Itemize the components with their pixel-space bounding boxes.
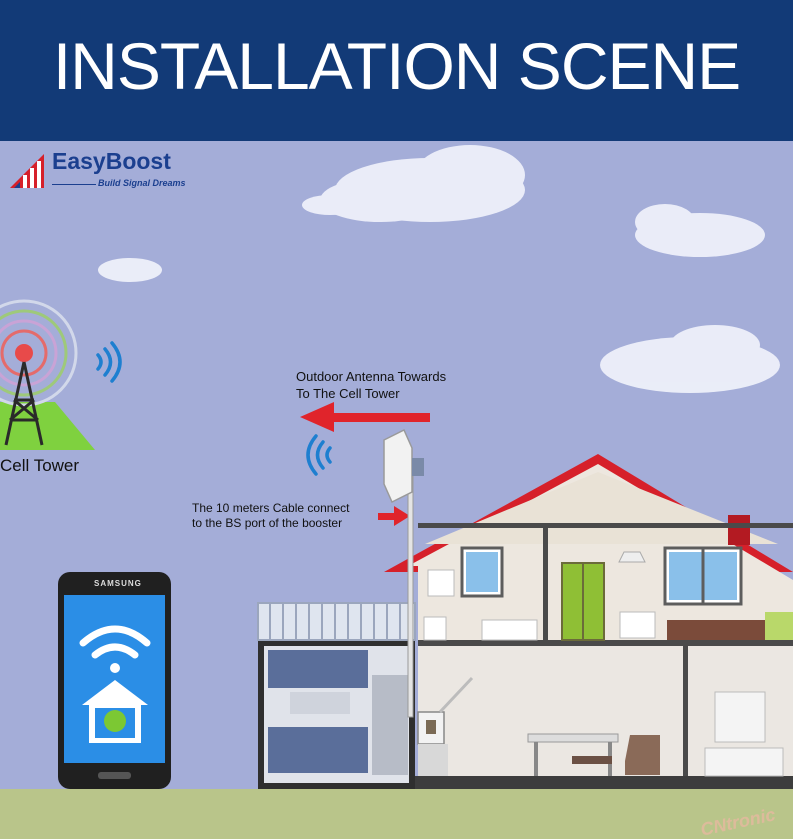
clouds — [98, 145, 780, 393]
signal-waves-icon — [96, 341, 122, 383]
cable-callout: The 10 meters Cable connect to the BS po… — [192, 501, 349, 531]
house — [257, 454, 793, 789]
ground — [0, 789, 793, 839]
antenna-callout: Outdoor Antenna Towards To The Cell Towe… — [296, 368, 446, 402]
antenna-callout-line-1: Outdoor Antenna Towards — [296, 369, 447, 384]
antenna-signal-icon — [306, 434, 332, 476]
brand-logo: EasyBoost Build Signal Dreams — [10, 148, 190, 194]
cell-tower-icon — [4, 361, 44, 446]
title-banner: INSTALLATION SCENE — [0, 0, 793, 141]
cable-callout-line-2: to the BS port of the booster — [192, 516, 343, 530]
tower-signal-rings — [0, 299, 78, 407]
home-icon — [82, 680, 148, 743]
brand-divider — [52, 184, 96, 185]
cable-callout-line-1: The 10 meters Cable connect — [192, 501, 350, 515]
outdoor-antenna-icon — [383, 428, 424, 504]
easyboost-logo-icon — [10, 154, 44, 188]
page-title: INSTALLATION SCENE — [52, 29, 741, 103]
tower-hill — [0, 402, 95, 450]
brand-name: EasyBoost — [52, 148, 171, 174]
antenna-callout-line-2: To The Cell Tower — [296, 386, 400, 401]
brand-tagline: Build Signal Dreams — [98, 178, 186, 188]
wifi-icon — [79, 625, 151, 659]
antenna-direction-arrow — [300, 402, 430, 432]
cell-tower-label: Cell Tower — [0, 456, 80, 475]
antenna-mast — [407, 464, 414, 718]
cable-pointer-arrow — [378, 506, 410, 526]
booster-antenna — [438, 676, 474, 714]
phone-brand-label: SAMSUNG — [94, 579, 142, 588]
smartphone — [58, 572, 171, 789]
